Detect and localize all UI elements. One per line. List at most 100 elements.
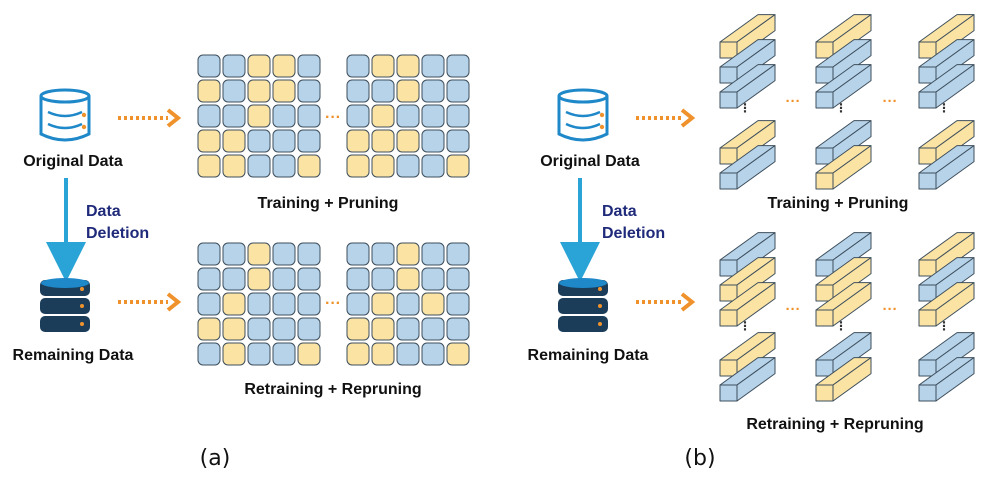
grid-cell xyxy=(396,79,420,103)
grid-cell xyxy=(272,154,296,178)
grid-cell xyxy=(297,292,321,316)
stack-top-upper-1 xyxy=(719,14,776,109)
filter-prism xyxy=(815,39,872,84)
stack-ellipsis-3: ··· xyxy=(786,301,801,318)
grid-cell xyxy=(272,317,296,341)
grid-cell xyxy=(346,154,370,178)
grid-cell xyxy=(272,104,296,128)
vertical-ellipsis: ⋮ xyxy=(835,319,847,333)
grid-cell xyxy=(396,292,420,316)
stack-ellipsis-1: ··· xyxy=(786,93,801,110)
grid-cell xyxy=(371,154,395,178)
weight-grid-bottom-right xyxy=(346,242,470,366)
grid-cell xyxy=(272,54,296,78)
grid-cell xyxy=(446,317,470,341)
filter-prism xyxy=(815,282,872,327)
grid-cell xyxy=(272,267,296,291)
grid-cell xyxy=(197,317,221,341)
grid-cell xyxy=(371,79,395,103)
filter-prism xyxy=(719,64,776,109)
grid-cell xyxy=(247,317,271,341)
remaining-data-label: Remaining Data xyxy=(13,347,134,364)
grid-cell xyxy=(197,54,221,78)
grid-cell xyxy=(197,154,221,178)
grid-cell xyxy=(346,317,370,341)
grid-cell xyxy=(421,242,445,266)
grid-cell xyxy=(247,129,271,153)
grid-cell xyxy=(346,104,370,128)
grid-cell xyxy=(297,129,321,153)
grid-cell xyxy=(421,154,445,178)
filter-stacks-b: ⋮⋮⋮⋮⋮⋮ xyxy=(719,14,975,402)
retraining-repruning-title-a: Retraining + Repruning xyxy=(244,381,421,398)
stack-top-lower-2 xyxy=(815,120,872,190)
grid-cell xyxy=(222,154,246,178)
grid-cell xyxy=(346,342,370,366)
grid-cell xyxy=(222,104,246,128)
grid-cell xyxy=(446,242,470,266)
grid-cell xyxy=(247,154,271,178)
stack-bottom-lower-1 xyxy=(719,332,776,402)
grid-cell xyxy=(222,79,246,103)
grid-cell xyxy=(371,317,395,341)
weight-grid-bottom-left xyxy=(197,242,321,366)
stack-bottom-upper-3 xyxy=(918,232,975,327)
grid-cell xyxy=(222,317,246,341)
grid-cell xyxy=(446,342,470,366)
stack-top-lower-1 xyxy=(719,120,776,190)
stack-bottom-upper-2 xyxy=(815,232,872,327)
filter-prism xyxy=(815,232,872,277)
stack-top-lower-3 xyxy=(918,120,975,190)
grid-cell xyxy=(297,342,321,366)
filter-prism xyxy=(918,120,975,165)
grid-cell xyxy=(396,54,420,78)
grid-cell xyxy=(346,292,370,316)
vertical-ellipsis: ⋮ xyxy=(739,101,751,115)
orange-arrow-bottom-b xyxy=(636,292,696,312)
filter-prism xyxy=(918,282,975,327)
filter-prism xyxy=(918,39,975,84)
grid-cell xyxy=(197,129,221,153)
grid-cell xyxy=(272,292,296,316)
grid-cell xyxy=(446,154,470,178)
grid-cell xyxy=(197,104,221,128)
grid-cell xyxy=(446,54,470,78)
grid-cell xyxy=(421,104,445,128)
grid-cell xyxy=(297,317,321,341)
orange-arrow-top-b xyxy=(636,108,696,128)
grid-cell xyxy=(446,129,470,153)
grid-cell xyxy=(197,242,221,266)
filter-prism xyxy=(719,145,776,190)
grid-cell xyxy=(197,292,221,316)
grid-cell xyxy=(247,54,271,78)
grid-cell xyxy=(222,342,246,366)
orange-arrow-top-a xyxy=(118,108,182,128)
filter-prism xyxy=(815,120,872,165)
grid-cell xyxy=(247,342,271,366)
deletion-label-line1: Data xyxy=(86,203,121,220)
training-pruning-title-b: Training + Pruning xyxy=(768,195,909,212)
filter-prism xyxy=(719,257,776,302)
grid-cell xyxy=(371,292,395,316)
vertical-ellipsis: ⋮ xyxy=(739,319,751,333)
caption-a: (a) xyxy=(200,446,231,471)
grid-cell xyxy=(247,242,271,266)
original-data-label-b: Original Data xyxy=(540,153,640,170)
grid-cell xyxy=(197,267,221,291)
filter-prism xyxy=(815,332,872,377)
filter-prism xyxy=(918,332,975,377)
grid-cell xyxy=(396,317,420,341)
grid-cell xyxy=(247,292,271,316)
original-data-label: Original Data xyxy=(23,153,123,170)
grid-cell xyxy=(197,342,221,366)
filter-prism xyxy=(719,39,776,84)
vertical-ellipsis: ⋮ xyxy=(835,101,847,115)
panel-b: Original Data Data Deletion Remaining Da… xyxy=(528,14,975,471)
retraining-repruning-title-b: Retraining + Repruning xyxy=(746,416,923,433)
deletion-label-line2-b: Deletion xyxy=(602,225,665,242)
grid-cell xyxy=(247,79,271,103)
grid-cell xyxy=(346,267,370,291)
grid-cell xyxy=(197,79,221,103)
grid-cell xyxy=(421,292,445,316)
